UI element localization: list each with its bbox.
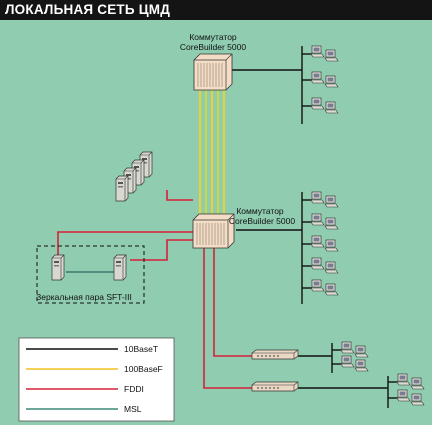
title-bar: ЛОКАЛЬНАЯ СЕТЬ ЦМД <box>0 0 432 20</box>
switch-top-label-1: Коммутатор <box>189 32 237 42</box>
fddi-links <box>57 190 252 389</box>
mirror-server-right <box>113 254 127 281</box>
mirror-server-left <box>51 254 65 281</box>
page-title: ЛОКАЛЬНАЯ СЕТЬ ЦМД <box>5 2 171 17</box>
server-cluster <box>115 151 153 202</box>
hub-upper <box>251 349 299 360</box>
trunk-100basef <box>198 88 226 216</box>
legend-box <box>18 337 175 422</box>
hub-lower <box>251 381 299 392</box>
mirror-pair-box <box>36 245 145 304</box>
mirror-pair-label: Зеркальная пара SFT-III <box>36 292 132 302</box>
legend: 10BaseT 100BaseF FDDI MSL <box>18 337 175 422</box>
legend-label-2: FDDI <box>124 384 144 394</box>
legend-label-3: MSL <box>124 404 142 414</box>
switch-top <box>193 53 233 91</box>
10baset-links <box>232 46 398 408</box>
switch-middle <box>192 213 235 249</box>
workstations-hub-upper <box>340 341 369 372</box>
workstations-hub-lower <box>396 373 425 406</box>
switch-top-label-2: CoreBuilder 5000 <box>180 42 246 52</box>
legend-label-0: 10BaseT <box>124 344 158 354</box>
switch-mid-label-1: Коммутатор <box>236 206 284 216</box>
workstations-top <box>310 45 339 114</box>
workstations-middle <box>310 191 339 296</box>
switch-mid-label-2: CoreBuilder 5000 <box>229 216 295 226</box>
legend-label-1: 100BaseF <box>124 364 163 374</box>
